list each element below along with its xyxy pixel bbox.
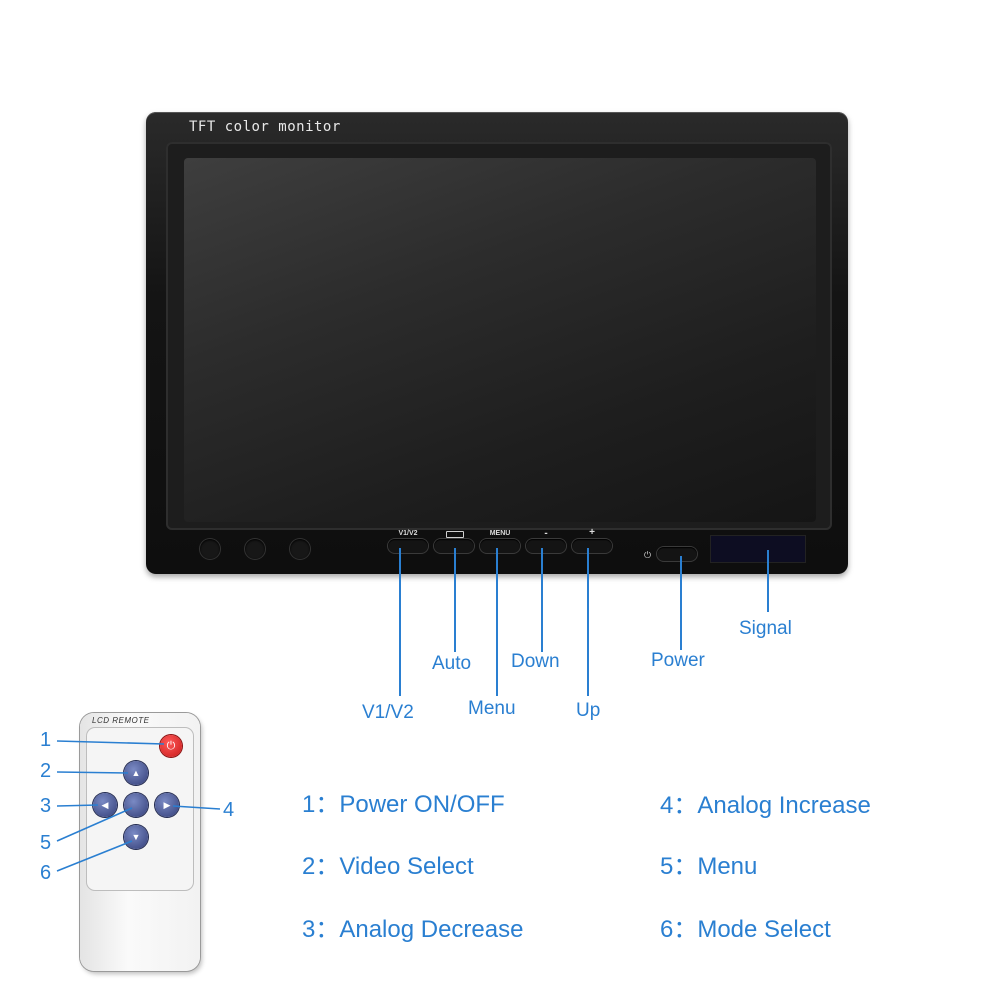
monitor-round-button-1[interactable] (200, 539, 220, 559)
remote-menu-button[interactable] (124, 793, 148, 817)
up-button-label: + (589, 527, 595, 538)
legend-item-1: 1：Power ON/OFF (302, 791, 505, 818)
monitor-round-button-2[interactable] (245, 539, 265, 559)
callout-v1v2: V1/V2 (362, 702, 414, 723)
remote-down-button[interactable]: ▼ (124, 825, 148, 849)
menu-button-label: MENU (489, 530, 511, 537)
down-callout-line (541, 548, 543, 652)
monitor-title: TFT color monitor (189, 119, 341, 135)
power-icon: ⏻ (644, 550, 652, 560)
remote-number-5: 5 (40, 832, 52, 854)
up-callout-line (587, 548, 589, 696)
callout-auto: Auto (432, 653, 472, 674)
remote-up-button[interactable]: ▲ (124, 761, 148, 785)
signal-callout-line (767, 550, 769, 612)
up-button[interactable] (572, 539, 612, 553)
remote-left-button[interactable]: ◀ (93, 793, 117, 817)
v1v2-button[interactable] (388, 539, 428, 553)
monitor-screen (184, 158, 816, 522)
menu-button[interactable] (480, 539, 520, 553)
legend-item-5: 5：Menu (660, 853, 758, 880)
callout-signal: Signal (739, 618, 792, 639)
legend-item-3: 3：Analog Decrease (302, 916, 524, 943)
monitor-round-button-3[interactable] (290, 539, 310, 559)
v1v2-callout-line (399, 548, 401, 696)
power-callout-line (680, 556, 682, 650)
callout-up: Up (576, 700, 601, 721)
power-button[interactable] (657, 547, 697, 561)
remote-power-button[interactable]: ⏻ (160, 735, 182, 757)
remote-label: LCD REMOTE (92, 716, 150, 725)
auto-button[interactable] (434, 539, 474, 553)
legend-item-2: 2：Video Select (302, 853, 474, 880)
callout-down: Down (511, 651, 560, 672)
auto-callout-line (454, 548, 456, 652)
remote-number-2: 2 (40, 760, 52, 782)
legend-item-4: 4：Analog Increase (660, 792, 871, 819)
remote-number-4: 4 (223, 799, 235, 821)
callout-menu: Menu (468, 698, 516, 719)
menu-callout-line (496, 548, 498, 696)
remote-number-3: 3 (40, 795, 52, 817)
down-button[interactable] (526, 539, 566, 553)
remote-right-button[interactable]: ▶ (155, 793, 179, 817)
down-button-label: - (544, 528, 548, 539)
callout-power: Power (651, 650, 705, 671)
v1v2-button-label: V1/V2 (398, 530, 418, 537)
auto-icon (446, 531, 464, 538)
remote-number-1: 1 (40, 729, 52, 751)
signal-receiver-panel (710, 535, 806, 563)
remote-number-6: 6 (40, 862, 52, 884)
legend-item-6: 6：Mode Select (660, 916, 831, 943)
